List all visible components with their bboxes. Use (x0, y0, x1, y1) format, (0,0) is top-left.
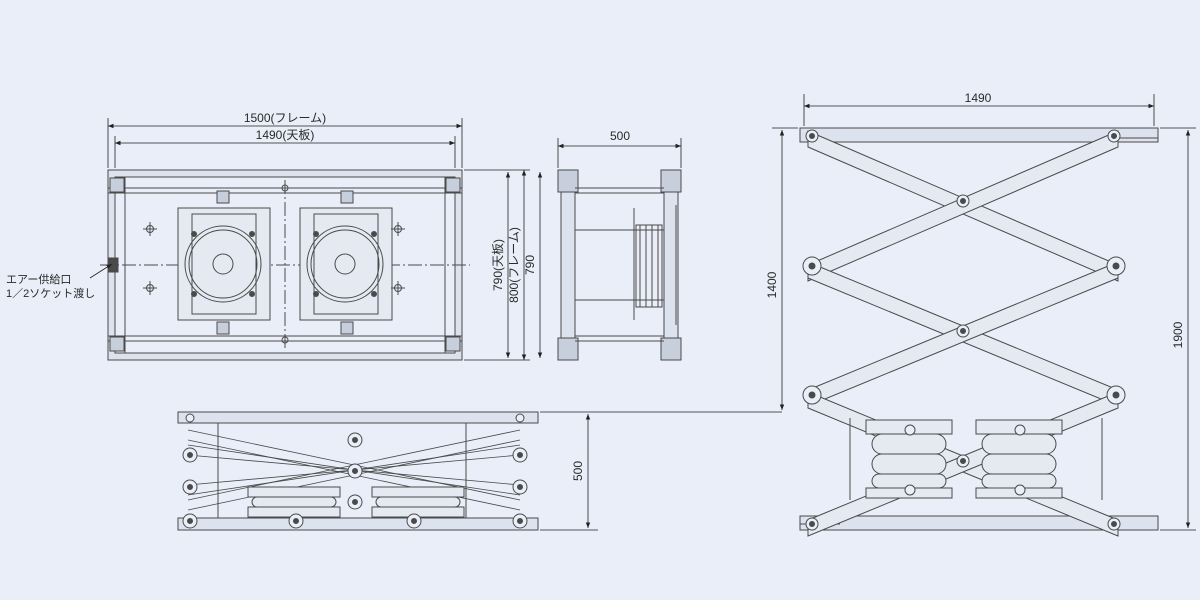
frame-width-label: 1500(フレーム) (244, 111, 326, 125)
plate-width-label: 1490(天板) (256, 128, 315, 142)
airbag-left (184, 225, 262, 303)
end-width-label: 500 (610, 129, 630, 143)
frame-depth-label: 800(フレーム) (507, 227, 521, 303)
lowered-top-plate (177, 411, 539, 424)
lowered-height-label: 500 (571, 461, 585, 481)
raised-top-plate (799, 127, 1159, 143)
airbag-plate-right (299, 207, 393, 321)
raised-view-dimensions (772, 94, 1196, 531)
raised-view (799, 127, 1159, 537)
top-view (100, 169, 470, 361)
raised-width-label: 1490 (965, 91, 992, 105)
end-view (557, 169, 682, 361)
lowered-view (177, 411, 539, 531)
lowered-view-dimensions (540, 411, 782, 531)
air-note-leader (89, 263, 113, 279)
top-view-dimensions (89, 118, 530, 361)
stroke-label: 1400 (765, 271, 779, 298)
end-depth-label: 790 (523, 255, 537, 275)
plate-depth-label: 790(天板) (491, 239, 505, 291)
lowered-base (177, 517, 539, 531)
air-inlet (107, 257, 119, 273)
end-view-dimensions (537, 138, 682, 358)
air-socket-note: 1／2ソケット渡し (6, 286, 95, 300)
air-supply-note: エアー供給口 (6, 272, 71, 286)
total-height-label: 1900 (1171, 321, 1185, 348)
raised-base (799, 515, 1159, 531)
airbag-right (306, 225, 384, 303)
airbag-plate-left (177, 207, 271, 321)
